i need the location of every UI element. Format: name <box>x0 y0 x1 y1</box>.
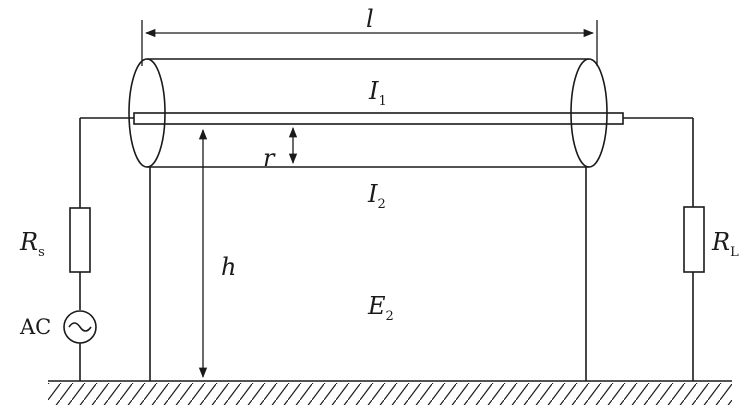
radius-label: r <box>263 144 276 172</box>
source-resistor-label: Rs <box>19 228 45 260</box>
load-resistor-label: RL <box>711 228 739 260</box>
length-label: l <box>366 5 374 33</box>
height-label: h <box>221 253 236 281</box>
current-2-label: I2 <box>367 180 386 212</box>
load-circuit <box>623 117 705 381</box>
source-resistor <box>69 207 91 273</box>
ac-source-label: AC <box>19 315 51 339</box>
current-1-label: I1 <box>368 77 387 109</box>
load-resistor <box>683 206 705 273</box>
field-label: E2 <box>367 292 394 324</box>
inner-conductor <box>133 112 624 125</box>
ground-plane <box>48 380 732 405</box>
length-dimension <box>141 20 598 66</box>
source-circuit <box>63 117 134 381</box>
